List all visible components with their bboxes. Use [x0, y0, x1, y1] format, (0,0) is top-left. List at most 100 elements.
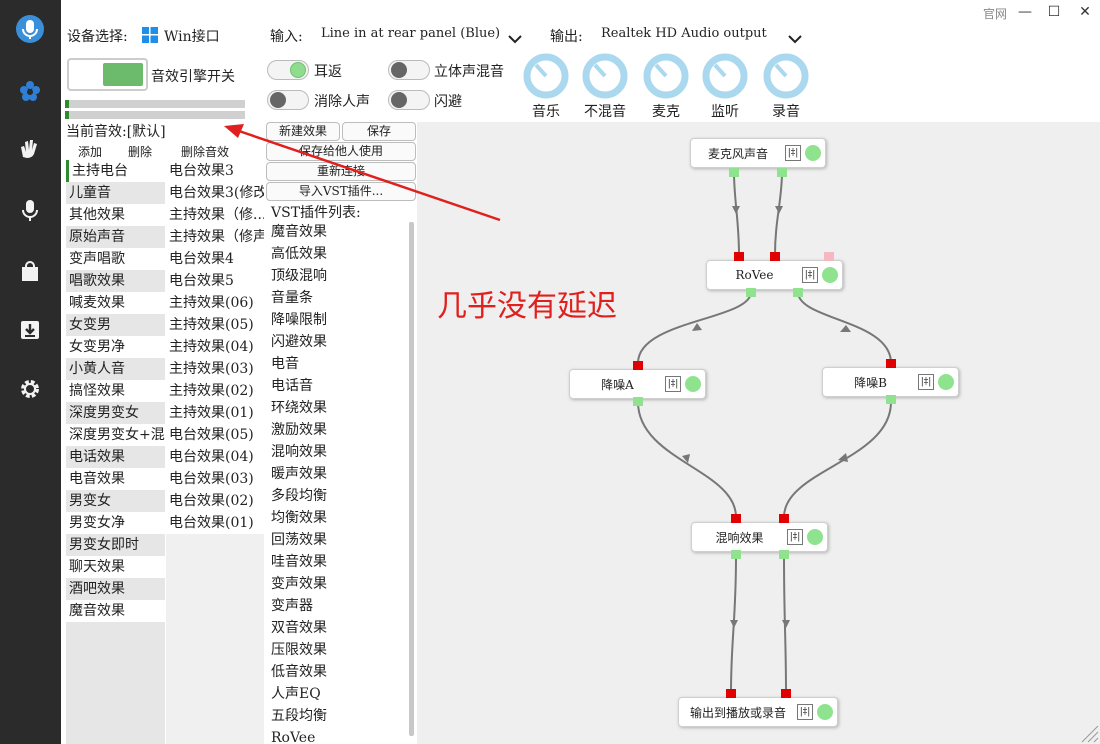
port-mic-out-2[interactable] — [777, 168, 787, 177]
rewire-button[interactable]: 重新连接 — [266, 162, 416, 181]
node-rovee[interactable]: RoVee |‡| — [706, 260, 843, 290]
effect-list-item[interactable]: 变声唱歌 — [66, 248, 165, 270]
effect-list-item[interactable]: 唱歌效果 — [66, 270, 165, 292]
effect-list-item[interactable]: 搞怪效果 — [66, 380, 165, 402]
preset-list-item[interactable]: 主持效果(05) — [166, 314, 264, 336]
port-rovee-out-2[interactable] — [793, 288, 803, 297]
effect-list-item[interactable]: 原始声音 — [66, 226, 165, 248]
port-reverb-out-2[interactable] — [779, 550, 789, 559]
preset-list-item[interactable]: 电台效果(01) — [166, 512, 264, 534]
effect-list-item[interactable]: 聊天效果 — [66, 556, 165, 578]
vst-list-item[interactable]: 多段均衡 — [271, 488, 327, 504]
input-chevron-down-icon[interactable] — [508, 29, 522, 48]
vst-list-item[interactable]: 暖声效果 — [271, 466, 327, 482]
node-output[interactable]: 输出到播放或录音 |‡| — [678, 697, 838, 727]
effect-list-item[interactable]: 深度男变女+混响 — [66, 424, 165, 446]
effect-list-item[interactable]: 电音效果 — [66, 468, 165, 490]
vst-list-item[interactable]: 魔音效果 — [271, 224, 327, 240]
port-rovee-in-1[interactable] — [734, 252, 744, 261]
port-rovee-in-3[interactable] — [824, 252, 834, 261]
hands-icon[interactable] — [15, 134, 45, 164]
ducking-toggle[interactable] — [388, 90, 430, 110]
port-output-in-1[interactable] — [726, 689, 736, 698]
port-output-in-2[interactable] — [781, 689, 791, 698]
maximize-button[interactable]: ☐ — [1047, 4, 1061, 20]
node-noise-reduction-b[interactable]: 降噪B |‡| — [822, 367, 959, 397]
preset-list-item[interactable]: 主持效果(06) — [166, 292, 264, 314]
effect-list-item[interactable]: 小黄人音 — [66, 358, 165, 380]
effect-list-item[interactable]: 男变女即时 — [66, 534, 165, 556]
minimize-button[interactable]: — — [1018, 4, 1032, 20]
vst-list-item[interactable]: 顶级混响 — [271, 268, 327, 284]
vst-list-item[interactable]: 回荡效果 — [271, 532, 327, 548]
knob-3[interactable] — [701, 52, 749, 100]
vst-list-item[interactable]: 人声EQ — [271, 686, 321, 702]
new-effect-button[interactable]: 新建效果 — [266, 122, 340, 141]
node-noise-reduction-a[interactable]: 降噪A |‡| — [569, 369, 706, 399]
shopping-bag-icon[interactable] — [15, 256, 45, 286]
node-mic[interactable]: 麦克风声音 |‡| — [690, 138, 826, 168]
output-select[interactable]: Realtek HD Audio output — [601, 26, 767, 41]
vst-list-item[interactable]: 高低效果 — [271, 246, 327, 262]
vst-list-item[interactable]: 电音 — [271, 356, 299, 372]
preset-list-item[interactable]: 电台效果(03) — [166, 468, 264, 490]
monitor-toggle[interactable] — [267, 60, 309, 80]
vst-list-item[interactable]: 低音效果 — [271, 664, 327, 680]
node-rovee-eq-icon[interactable]: |‡| — [802, 267, 818, 283]
save-button[interactable]: 保存 — [342, 122, 416, 141]
vst-list-item[interactable]: 哇音效果 — [271, 554, 327, 570]
preset-list-item[interactable]: 主持效果（修... — [166, 204, 264, 226]
node-mic-status-icon[interactable] — [805, 145, 821, 161]
delete-effect-button[interactable]: 删除音效 — [181, 145, 230, 159]
node-output-status-icon[interactable] — [817, 704, 833, 720]
knob-4[interactable] — [762, 52, 810, 100]
effect-list-item[interactable]: 儿童音 — [66, 182, 165, 204]
node-nra-status-icon[interactable] — [685, 376, 701, 392]
vst-list-item[interactable]: 混响效果 — [271, 444, 327, 460]
effect-graph-canvas[interactable] — [417, 122, 1100, 744]
vst-list-item[interactable]: 均衡效果 — [271, 510, 327, 526]
delete-button[interactable]: 删除 — [128, 145, 153, 159]
preset-list-item[interactable]: 电台效果5 — [166, 270, 264, 292]
vst-list-item[interactable]: 激励效果 — [271, 422, 327, 438]
effect-list-item[interactable]: 女变男净 — [66, 336, 165, 358]
port-nra-in[interactable] — [633, 361, 643, 370]
vst-list-item[interactable]: 电话音 — [271, 378, 313, 394]
add-button[interactable]: 添加 — [78, 145, 103, 159]
preset-list-item[interactable]: 电台效果(05) — [166, 424, 264, 446]
effects-flower-icon[interactable] — [15, 76, 45, 106]
preset-list-item[interactable]: 电台效果(02) — [166, 490, 264, 512]
official-site-link[interactable]: 官网 — [983, 7, 1008, 21]
port-nrb-out[interactable] — [886, 395, 896, 404]
node-output-eq-icon[interactable]: |‡| — [797, 704, 813, 720]
node-reverb[interactable]: 混响效果 |‡| — [691, 522, 828, 552]
preset-list-item[interactable]: 电台效果3 — [166, 160, 264, 182]
share-save-button[interactable]: 保存给他人使用 — [266, 142, 416, 161]
effect-list-item[interactable]: 深度男变女 — [66, 402, 165, 424]
vst-list-item[interactable]: 压限效果 — [271, 642, 327, 658]
input-select[interactable]: Line in at rear panel (Blue) — [321, 26, 501, 41]
port-reverb-in-2[interactable] — [779, 514, 789, 523]
preset-list-item[interactable]: 主持效果(01) — [166, 402, 264, 424]
output-chevron-down-icon[interactable] — [788, 29, 802, 48]
vst-list-item[interactable]: 变声效果 — [271, 576, 327, 592]
port-reverb-out-1[interactable] — [731, 550, 741, 559]
node-nrb-status-icon[interactable] — [938, 374, 954, 390]
engine-switch[interactable] — [67, 58, 148, 91]
effect-list-item[interactable]: 其他效果 — [66, 204, 165, 226]
vst-list-item[interactable]: 环绕效果 — [271, 400, 327, 416]
vst-list-item[interactable]: 变声器 — [271, 598, 313, 614]
vocal-remove-toggle[interactable] — [267, 90, 309, 110]
vst-list-item[interactable]: 五段均衡 — [271, 708, 327, 724]
node-nra-eq-icon[interactable]: |‡| — [665, 376, 681, 392]
microphone-icon[interactable] — [15, 195, 45, 225]
knob-2[interactable] — [642, 52, 690, 100]
vst-list-item[interactable]: 闪避效果 — [271, 334, 327, 350]
node-nrb-eq-icon[interactable]: |‡| — [918, 374, 934, 390]
preset-list-item[interactable]: 电台效果4 — [166, 248, 264, 270]
port-rovee-out-1[interactable] — [746, 288, 756, 297]
node-mic-eq-icon[interactable]: |‡| — [785, 145, 801, 161]
stereo-mix-toggle[interactable] — [388, 60, 430, 80]
preset-list-item[interactable]: 电台效果(04) — [166, 446, 264, 468]
effect-list-item[interactable]: 主持电台 — [66, 160, 165, 182]
